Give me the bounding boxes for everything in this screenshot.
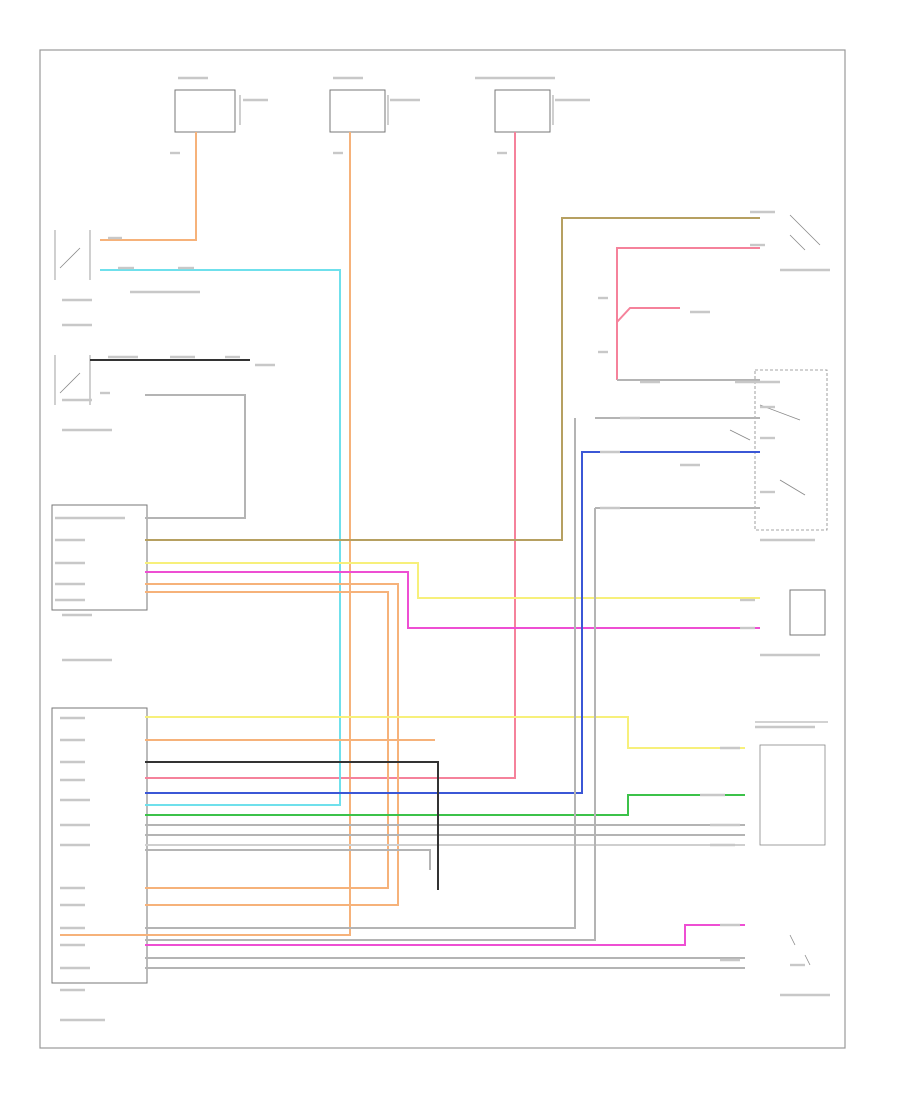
throttle-body-motor [789, 934, 811, 966]
wire-black-21 [145, 761, 439, 890]
steering-wheel-switch-box [754, 369, 828, 531]
wire-gray-24 [145, 418, 576, 929]
fuse-block-1 [174, 89, 241, 133]
wire-orange-9 [145, 583, 399, 906]
wire-gray-27 [145, 394, 246, 519]
wire-yellow-11 [145, 716, 745, 749]
stoplamp-switch [54, 230, 91, 280]
wire-gray-29 [145, 849, 431, 870]
wire-group [60, 132, 760, 969]
fuse-block-2 [329, 89, 389, 133]
wire-tan-4 [145, 217, 760, 541]
cruise-control-switch [789, 214, 821, 251]
wire-pink-6 [616, 307, 680, 323]
clutch-pedal-switch [54, 355, 91, 405]
wire-orange-1 [60, 132, 351, 936]
accelerator-pedal-sensor [755, 721, 828, 846]
label-marks [55, 76, 830, 1022]
wire-cyan-3 [100, 269, 341, 806]
wire-pink-2 [145, 132, 516, 779]
powertrain-control-module [51, 504, 148, 611]
wire-magenta-8 [145, 571, 760, 629]
wire-blue-13 [145, 451, 760, 794]
wire-yellow-7 [145, 562, 760, 599]
wire-gray-25 [145, 508, 596, 941]
wire-pink-5 [616, 247, 760, 380]
wire-orange-0 [100, 132, 197, 241]
wire-magenta-18 [145, 924, 745, 946]
wire-green-14 [145, 794, 745, 816]
vehicle-speed-sensor [789, 589, 826, 636]
fuse-block-3 [494, 89, 554, 133]
diagram-frame [39, 49, 846, 1049]
